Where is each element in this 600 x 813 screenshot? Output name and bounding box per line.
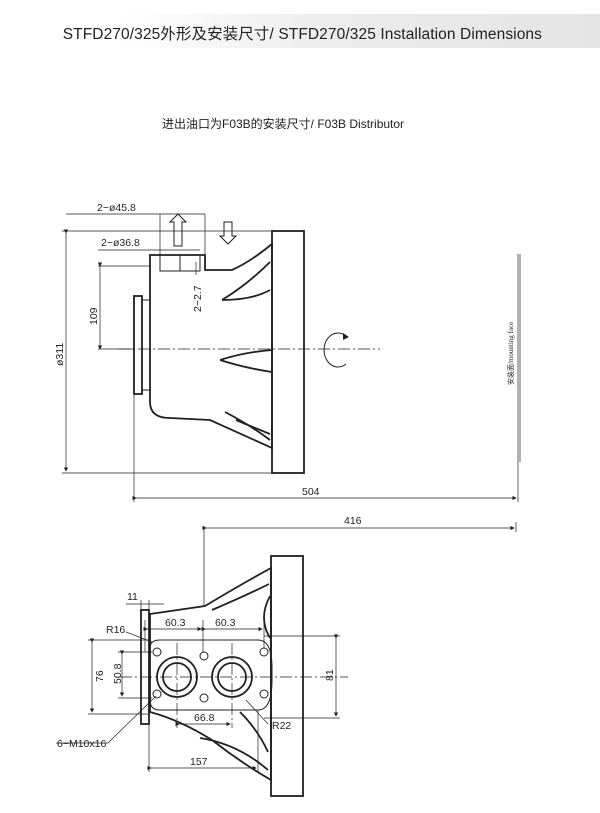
header-band (0, 14, 600, 48)
dim-height-50-8: 50.8 (112, 663, 124, 684)
outlet-arrow (168, 213, 188, 247)
dim-overall-length: 504 (302, 486, 320, 498)
mounting-face-label: 安装面/mounting face (506, 322, 515, 385)
side-view: 2−ø45.8 2−ø36.8 2−2.7 109 ø311 504 安装面/m… (54, 202, 521, 502)
dim-pitch-left: 60.3 (165, 617, 186, 629)
inlet-arrow (218, 221, 238, 245)
rotation-arrow (323, 332, 347, 368)
dim-port-inner: 2−ø36.8 (101, 237, 140, 249)
front-view: 416 11 R16 60.3 60.3 76 50.8 81 (56, 515, 517, 797)
dim-slot-depth: 2−2.7 (192, 285, 204, 312)
dim-port-height: 109 (88, 307, 100, 325)
dim-length-157: 157 (190, 756, 208, 768)
dim-spacing-66-8: 66.8 (194, 712, 215, 724)
dim-radius-22: R22 (272, 720, 291, 732)
bolt-holes (152, 647, 269, 703)
front-body (149, 566, 272, 782)
dim-radius-16: R16 (106, 624, 125, 636)
dim-pitch-right: 60.3 (215, 617, 236, 629)
page-title: STFD270/325外形及安装尺寸/ STFD270/325 Installa… (62, 26, 542, 43)
front-flange (270, 555, 304, 797)
dim-offset-11: 11 (127, 591, 138, 603)
dim-height-76: 76 (94, 670, 106, 682)
dim-length-416: 416 (344, 515, 362, 527)
port-block (149, 639, 273, 711)
section-subtitle: 进出油口为F03B的安装尺寸/ F03B Distributor (162, 117, 405, 131)
dim-port-outer: 2−ø45.8 (97, 202, 136, 214)
dim-height-81: 81 (324, 669, 336, 681)
side-rear-plate (133, 295, 143, 395)
dim-flange-diameter: ø311 (54, 343, 66, 366)
front-rear-plate (140, 609, 150, 725)
side-body (149, 242, 273, 450)
dim-threads: 6−M10x16 (57, 738, 106, 750)
side-flange (271, 230, 305, 474)
